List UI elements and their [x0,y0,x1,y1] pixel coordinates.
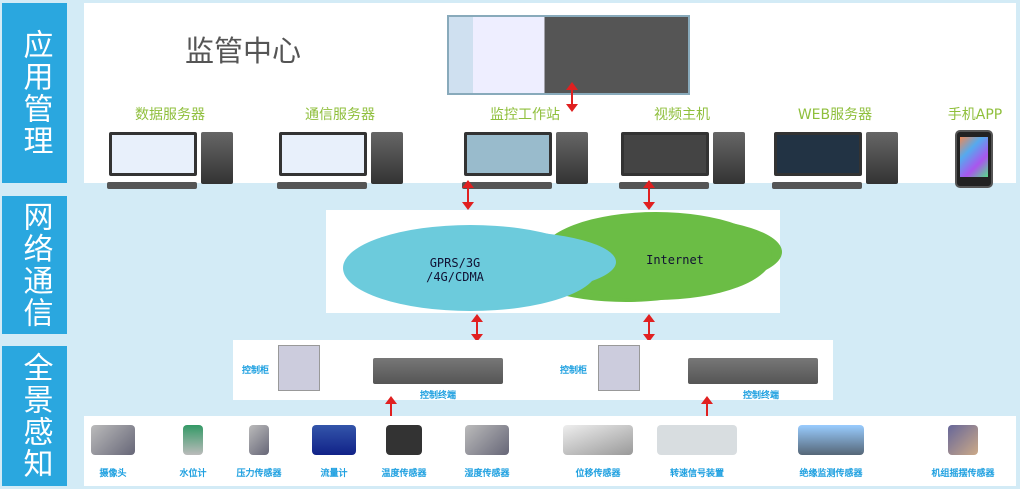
computer-icon [460,130,590,190]
server-workstation: 监控工作站 [455,104,595,190]
cabinet-label: 控制柜 [560,366,588,376]
sensor-swing: 机组摇摆传感器 [918,425,1008,480]
sensor-insulation: 绝缘监测传感器 [786,425,876,480]
server-comm: 通信服务器 [270,104,410,190]
computer-icon [617,130,747,190]
sensor-speed: 转速信号装置 [652,425,742,480]
server-label: WEB服务器 [797,107,873,123]
sensor-temperature: 温度传感器 [359,425,449,480]
cabinet-label: 控制柜 [242,366,270,376]
sensor-label: 压力传感器 [236,469,282,479]
sensor-label: 位移传感器 [575,469,621,479]
mobile-network-cloud [343,225,598,311]
server-label: 手机APP [947,107,1003,123]
server-label: 监控工作站 [490,107,560,123]
sensor-label: 水位计 [179,469,207,479]
sensor-label: 转速信号装置 [669,469,724,479]
sensor-label: 机组摇摆传感器 [931,469,995,479]
arrow-icon [643,180,655,210]
server-video: 视频主机 [612,104,752,190]
sensor-humidity: 湿度传感器 [442,425,532,480]
phone-icon [905,130,1020,190]
arrow-icon [643,314,655,342]
cabinet-image [278,345,320,391]
server-label: 数据服务器 [135,107,205,123]
terminal-label: 控制终端 [743,391,780,401]
layer-label: 全景感知 [17,352,53,480]
cabinet-image [598,345,640,391]
server-label: 视频主机 [654,107,710,123]
center-title: 监管中心 [185,34,302,68]
layer-perception: 全景感知 [2,346,67,486]
sensor-label: 湿度传感器 [464,469,510,479]
arrow-icon [471,314,483,342]
sensor-label: 摄像头 [99,469,127,479]
internet-label: Internet [646,253,704,267]
server-label: 通信服务器 [305,107,375,123]
sensor-label: 温度传感器 [381,469,427,479]
terminal-label: 控制终端 [420,391,457,401]
layer-network: 网络通信 [2,196,67,334]
layer-label: 应用管理 [17,29,53,157]
computer-icon [770,130,900,190]
sensor-pressure: 压力传感器 [214,425,304,480]
sensor-displacement: 位移传感器 [553,425,643,480]
mobile-network-label: GPRS/3G/4G/CDMA [400,256,510,284]
server-data: 数据服务器 [100,104,240,190]
monitor-screen-image [447,15,690,95]
computer-icon [105,130,235,190]
sensor-water-level: 水位计 [148,425,238,480]
layer-label: 网络通信 [17,201,53,329]
network-text: /4G/CDMA [426,270,484,284]
sensor-label: 绝缘监测传感器 [799,469,863,479]
arrow-icon [566,82,578,112]
sensor-flow: 流量计 [289,425,379,480]
mobile-app: 手机APP [905,104,1020,190]
network-text: GPRS/3G [429,256,481,270]
layer-app-management: 应用管理 [2,3,67,183]
terminal-image [688,358,818,384]
computer-icon [275,130,405,190]
arrow-icon [462,180,474,210]
sensor-camera: 摄像头 [68,425,158,480]
server-web: WEB服务器 [765,104,905,190]
terminal-image [373,358,503,384]
sensor-label: 流量计 [320,469,348,479]
